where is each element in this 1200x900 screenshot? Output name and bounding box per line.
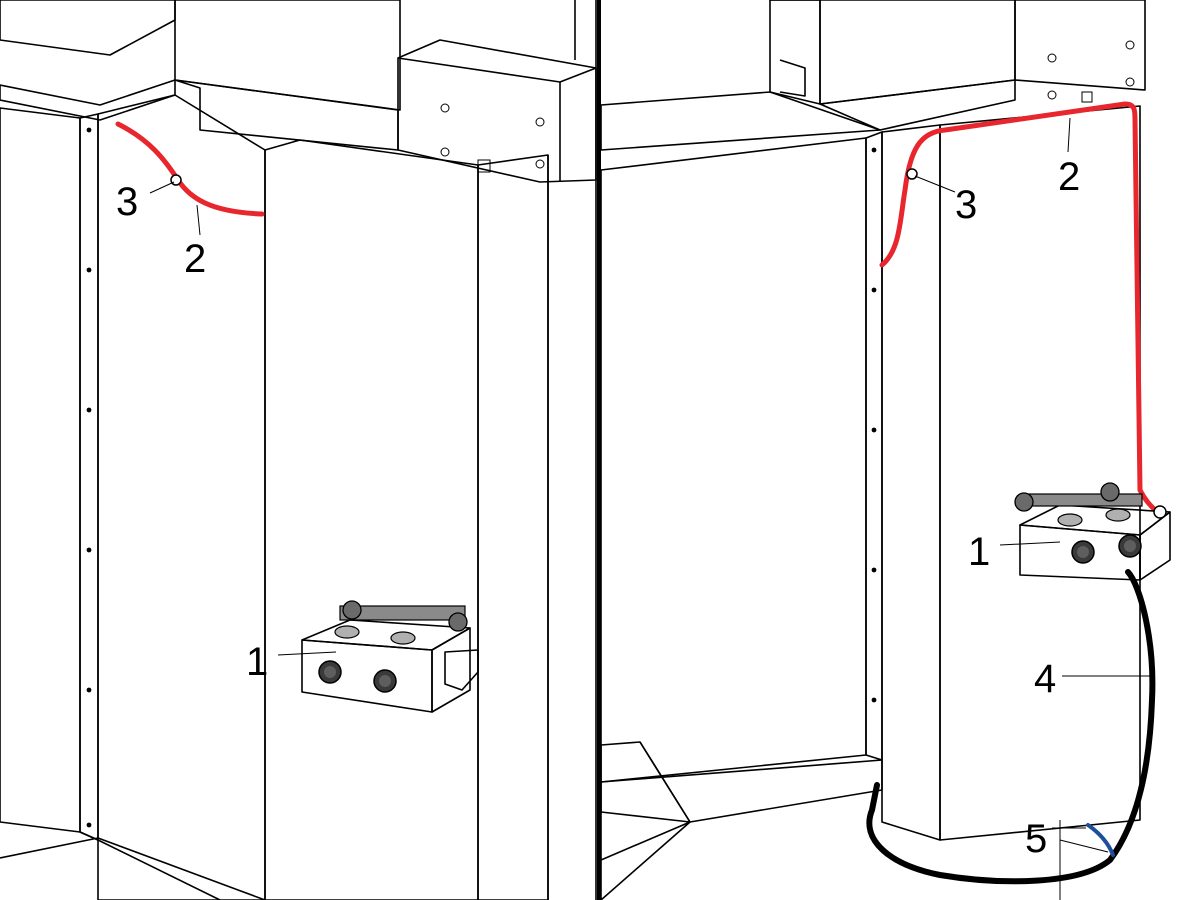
leader-3-left xyxy=(149,181,175,194)
callout-1-right: 1 xyxy=(968,530,990,574)
vertical-column xyxy=(264,139,479,900)
vertical-column-right xyxy=(881,124,941,841)
leader-1-right xyxy=(999,541,1061,546)
junction-box xyxy=(397,39,597,183)
red-cable-right xyxy=(879,101,1158,513)
left-panel: 1 2 3 xyxy=(0,0,597,900)
upper-housing xyxy=(0,0,176,56)
black-cable xyxy=(866,569,1156,885)
frame-rivets xyxy=(86,127,92,828)
cable-clip-right xyxy=(906,168,918,180)
leader-2-right xyxy=(1067,117,1071,153)
callout-3-left: 3 xyxy=(116,180,138,224)
control-module xyxy=(301,600,479,713)
upper-housing-right xyxy=(1014,0,1146,91)
leader-2-left xyxy=(196,204,201,236)
cabinet-door-right xyxy=(600,137,867,783)
cable-clip xyxy=(170,174,182,186)
control-module-right xyxy=(1014,482,1171,581)
blue-wire xyxy=(1086,823,1115,857)
frame-rivets-right xyxy=(871,147,877,703)
red-cable xyxy=(115,121,265,217)
mounting-plate xyxy=(0,79,176,121)
callout-5-right: 5 xyxy=(1025,817,1047,861)
callout-1-left: 1 xyxy=(246,640,268,684)
leader-1-left xyxy=(277,651,337,656)
callout-4-right: 4 xyxy=(1034,657,1056,701)
cabinet-door-left xyxy=(0,107,81,833)
callout-3-right: 3 xyxy=(955,183,977,227)
right-panel: 1 2 3 4 5 xyxy=(600,0,1171,900)
callout-2-left: 2 xyxy=(184,237,206,281)
callout-2-right: 2 xyxy=(1058,155,1080,199)
panel-divider xyxy=(597,0,601,900)
leader-3-right xyxy=(914,175,956,193)
